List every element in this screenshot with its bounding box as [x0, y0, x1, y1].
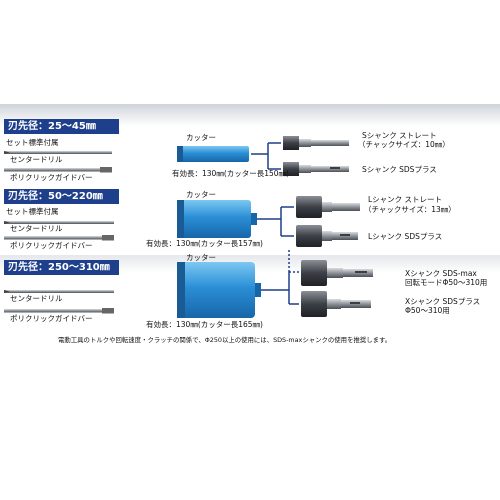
- effective-length-label: 有効長：130㎜(カッター長157㎜): [146, 239, 263, 248]
- guide-bar-2: [4, 235, 114, 241]
- shank-name: Xシャンク SDS-max: [405, 269, 477, 278]
- shank-name: Xシャンク SDSプラス: [405, 297, 481, 306]
- center-drill-label: センタードリル: [10, 294, 63, 303]
- footnote: 電動工具のトルクや回転速度・クラッチの関係で、Φ250以上の使用には、SDS-m…: [58, 336, 392, 344]
- effective-length-label: 有効長：130㎜(カッター長150㎜): [172, 169, 289, 178]
- shank-note: Φ50～310用: [405, 306, 450, 315]
- center-drill-2: [4, 221, 114, 224]
- shank-l-sds: [296, 225, 358, 247]
- center-drill-label: センタードリル: [10, 224, 63, 233]
- section-header-2: 刃先径：50～220㎜: [4, 189, 119, 204]
- shank-x-sds-max: [301, 260, 373, 286]
- guide-bar-3: [4, 308, 114, 314]
- shank-s-sds: [283, 162, 349, 176]
- shank-note: （チャックサイズ：13㎜）: [364, 205, 456, 214]
- guide-bar-label: ポリクリックガイドバー: [10, 173, 93, 182]
- cutter-3: [177, 262, 261, 318]
- shank-x-sds-plus: [301, 291, 371, 317]
- cutter-label: カッター: [186, 133, 216, 142]
- shank-note: 回転モードΦ50～310用: [405, 278, 488, 287]
- center-drill-1: [4, 151, 112, 154]
- guide-bar-1: [4, 167, 112, 173]
- shank-name: Lシャンク ストレート: [368, 195, 443, 204]
- set-note: セット標準付属: [6, 138, 59, 147]
- shank-s-straight: [283, 136, 349, 150]
- shank-name: Sシャンク ストレート: [362, 131, 437, 140]
- shank-name: Sシャンク SDSプラス: [362, 165, 437, 174]
- section-divider: [0, 104, 500, 126]
- set-note: セット標準付属: [6, 207, 59, 216]
- guide-bar-label: ポリクリックガイドバー: [10, 241, 93, 250]
- effective-length-label: 有効長：130㎜(カッター長165㎜): [146, 320, 263, 329]
- cutter-label: カッター: [186, 253, 216, 262]
- section-header-3: 刃先径：250～310㎜: [4, 260, 119, 275]
- center-drill-3: [4, 290, 114, 293]
- cutter-label: カッター: [186, 190, 216, 199]
- center-drill-label: センタードリル: [10, 155, 63, 164]
- guide-bar-label: ポリクリックガイドバー: [10, 314, 93, 323]
- shank-note: （チャックサイズ：10㎜）: [358, 140, 450, 149]
- cutter-2: [177, 200, 257, 238]
- shank-name: Lシャンク SDSプラス: [368, 232, 443, 241]
- section-header-1: 刃先径：25～45㎜: [4, 119, 119, 134]
- shank-l-straight: [296, 196, 360, 218]
- cutter-1: [177, 146, 249, 162]
